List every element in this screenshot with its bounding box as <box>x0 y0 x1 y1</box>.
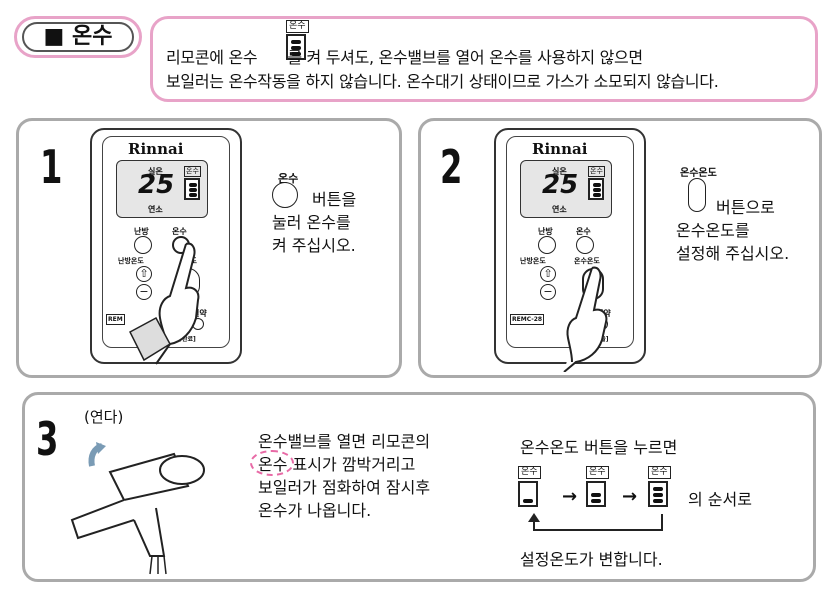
step-3-valve-label: (연다) <box>84 408 124 426</box>
step-1-level-icon <box>184 178 200 200</box>
intro-box <box>150 16 818 102</box>
intro-text: 리모콘에 온수 를 켜 두셔도, 온수밸브를 열어 온수를 사용하지 않으면 보일… <box>166 46 719 94</box>
sequence-arrow-1: → <box>562 486 578 507</box>
step-2-lcd-bottom: 연소 <box>552 205 567 214</box>
step-3-text-line4: 온수가 나옵니다. <box>258 501 372 520</box>
sequence-level-2: 온수 <box>586 466 609 511</box>
level-2-icon <box>586 481 606 507</box>
step-1-save-label: 절약 <box>192 309 207 318</box>
faucet-illustration <box>70 442 205 575</box>
step-2-instruction-line1: 버튼으로 <box>716 198 775 217</box>
step-3-number: 3 <box>36 412 59 466</box>
step-2-button-caption: 온수온도 <box>680 168 717 179</box>
step-1-hot-label: 온수 <box>172 227 187 236</box>
section-title: ■ 온수 <box>22 22 134 52</box>
intro-line1-before: 리모콘에 온수 <box>166 48 258 67</box>
step-1-up-button[interactable]: ⇧ <box>136 266 152 282</box>
sequence-loop-arrow <box>528 513 663 531</box>
blink-highlight <box>250 450 294 476</box>
step-2-instruction-line2: 온수온도를 <box>676 221 750 240</box>
step-2-lcd-indicator: 온수 <box>588 166 605 204</box>
sequence-arrow-2: → <box>622 486 638 507</box>
step-2-heat-button[interactable] <box>538 236 556 254</box>
step-2-number: 2 <box>440 140 463 194</box>
sequence-level-1: 온수 <box>518 466 541 511</box>
step-1-button-caption: 온수 <box>278 172 299 185</box>
step-1-down-button[interactable]: − <box>136 284 152 300</box>
step-2-up-button[interactable]: ⇧ <box>540 266 556 282</box>
step-2-down-button[interactable]: − <box>540 284 556 300</box>
intro-line2: 보일러는 온수작동을 하지 않습니다. 온수대기 상태이므로 가스가 소모되지 … <box>166 72 719 91</box>
step-1-instruction-line1: 버튼을 <box>312 190 357 209</box>
intro-indicator: 온수 <box>286 20 309 64</box>
step-2-hot-water-button[interactable] <box>576 236 594 254</box>
step-3-text-line1: 온수밸브를 열면 리모콘의 <box>258 432 431 451</box>
step-1-lcd-bottom: 연소 <box>148 205 163 214</box>
step-1-lcd-temp: 25 <box>138 170 175 200</box>
step-1-heat-button[interactable] <box>134 236 152 254</box>
step-1-instruction-line3: 켜 주십시오. <box>272 236 356 255</box>
hot-water-level-icon <box>286 34 306 60</box>
level-3-icon <box>648 481 668 507</box>
step-1-heat-label: 난방 <box>134 227 149 236</box>
step-1-lcd-top: 실온 <box>148 167 163 176</box>
step-1-lcd-indicator: 온수 <box>184 166 201 204</box>
intro-line1-after: 를 켜 두셔도, 온수밸브를 열어 온수를 사용하지 않으면 <box>287 48 643 67</box>
step-1-number: 1 <box>40 140 63 194</box>
step-2-hot-label: 온수 <box>576 227 591 236</box>
step-1-instruction-line2: 눌러 온수를 <box>272 213 351 232</box>
intro-indicator-label: 온수 <box>286 20 309 33</box>
step-2-level-icon <box>588 178 604 200</box>
sequence-title: 온수온도 버튼을 누르면 <box>520 438 678 457</box>
sequence-footer: 설정온도가 변합니다. <box>520 550 663 569</box>
step-3-text-line3: 보일러가 점화하여 잠시후 <box>258 478 431 497</box>
step-2-button-illustration <box>688 178 706 212</box>
step-2-instruction-line3: 설정해 주십시오. <box>676 244 790 263</box>
step-1-model: REM <box>106 314 125 325</box>
step-1-hand-illustration <box>129 242 200 365</box>
level-1-icon <box>518 481 538 507</box>
step-3-text-line2: 온수 표시가 깜박거리고 <box>258 455 416 474</box>
step-2-lcd-top: 실온 <box>552 167 567 176</box>
step-2-hot-temp-label: 온수온도 <box>574 257 600 265</box>
sequence-suffix: 의 순서로 <box>688 490 752 509</box>
sequence-level-3: 온수 <box>648 466 671 511</box>
step-2-lcd-temp: 25 <box>542 170 579 200</box>
step-2-brand: Rinnai <box>532 140 588 158</box>
step-1-brand: Rinnai <box>128 140 184 158</box>
step-2-heat-temp-label: 난방온도 <box>520 257 546 265</box>
step-2-model: REMC-28 <box>510 314 545 325</box>
step-2-heat-label: 난방 <box>538 227 553 236</box>
step-2-hand-illustration <box>563 266 608 372</box>
step-1-button-illustration <box>272 182 298 208</box>
step-1-heat-temp-label: 난방온도 <box>118 257 144 265</box>
